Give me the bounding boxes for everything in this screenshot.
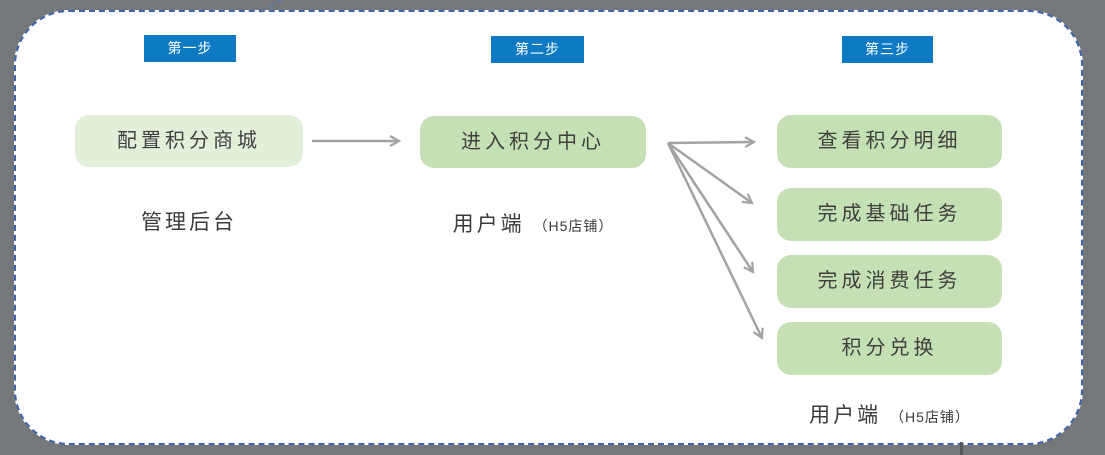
caption-note: （H5店铺） <box>533 218 614 234</box>
box-configure-points-mall: 配置积分商城 <box>75 115 303 167</box>
box-points-redemption: 积分兑换 <box>777 322 1002 375</box>
caption-text: 管理后台 <box>141 211 237 234</box>
step-badge-2: 第二步 <box>491 36 584 63</box>
box-complete-basic-tasks: 完成基础任务 <box>777 188 1002 241</box>
caption-text: 用户端 <box>452 213 525 236</box>
step-badge-1: 第一步 <box>144 35 236 62</box>
caption-text: 用户端 <box>809 404 882 427</box>
box-view-points-detail: 查看积分明细 <box>777 115 1002 168</box>
step-badge-3: 第三步 <box>842 36 933 63</box>
bottom-tick-mark <box>960 442 963 455</box>
caption-admin-backend: 管理后台 <box>75 206 303 236</box>
box-enter-points-center: 进入积分中心 <box>420 116 646 168</box>
caption-user-side-step3: 用户端 （H5店铺） <box>777 399 1002 429</box>
caption-note: （H5店铺） <box>889 409 970 425</box>
caption-user-side-step2: 用户端 （H5店铺） <box>420 208 646 238</box>
box-complete-consumption-tasks: 完成消费任务 <box>777 255 1002 308</box>
